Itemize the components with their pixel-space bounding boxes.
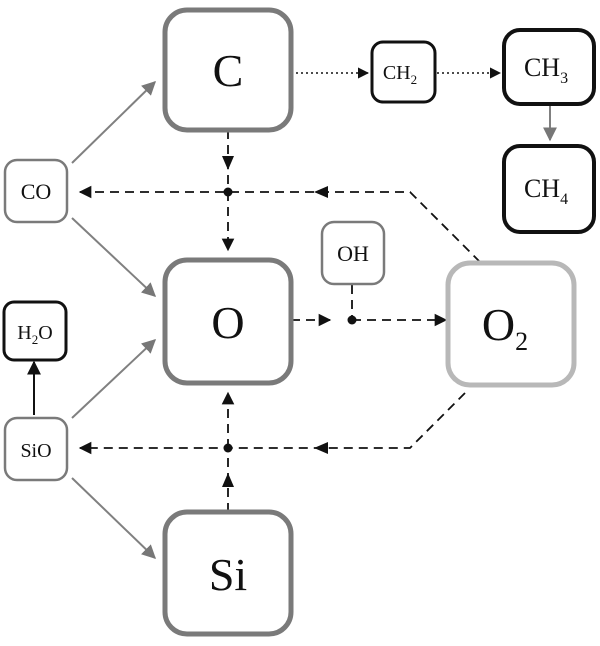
node-si-label: Si [209, 549, 247, 600]
node-o2: O2 [445, 260, 577, 388]
dash-o2-to-co [78, 185, 481, 263]
dash-o2-to-sio [78, 392, 466, 455]
arrowhead-si-up [222, 473, 234, 487]
arrowhead-c-down [222, 156, 234, 170]
node-ch4-label: CH4 [524, 174, 568, 208]
node-o: O [162, 257, 294, 386]
node-o-label: O [211, 297, 244, 348]
gray-arrows [71, 81, 557, 559]
node-ch2: CH2 [370, 40, 437, 104]
junction-bottom [223, 443, 233, 453]
arrow-sio-to-si [71, 477, 157, 559]
arrow-sio-to-o [71, 339, 157, 419]
node-ch2-label: CH2 [383, 62, 417, 87]
node-h2o: H2O [2, 300, 68, 362]
node-oh: OH [320, 220, 386, 286]
mid-arrowheads [222, 156, 328, 487]
junction-top [223, 187, 233, 197]
node-c: C [162, 7, 294, 133]
node-ch4: CH4 [502, 144, 596, 234]
node-o2-label: O2 [482, 299, 528, 356]
arrow-co-to-c [71, 81, 157, 164]
node-co-label: CO [21, 179, 52, 204]
node-h2o-label: H2O [17, 322, 52, 347]
node-c-label: C [213, 45, 244, 96]
arrowhead-co-line-right [314, 186, 328, 198]
node-ch3: CH3 [502, 28, 596, 106]
node-sio: SiO [3, 416, 69, 482]
arrow-co-to-o [71, 217, 157, 297]
junction-mid [347, 315, 357, 325]
node-si: Si [162, 509, 294, 637]
node-oh-label: OH [337, 241, 369, 266]
arrowhead-sio-line-right [314, 442, 328, 454]
node-ch3-label: CH3 [524, 53, 568, 87]
node-co: CO [3, 158, 69, 224]
node-sio-label: SiO [20, 440, 51, 462]
junction-dots [223, 187, 357, 453]
